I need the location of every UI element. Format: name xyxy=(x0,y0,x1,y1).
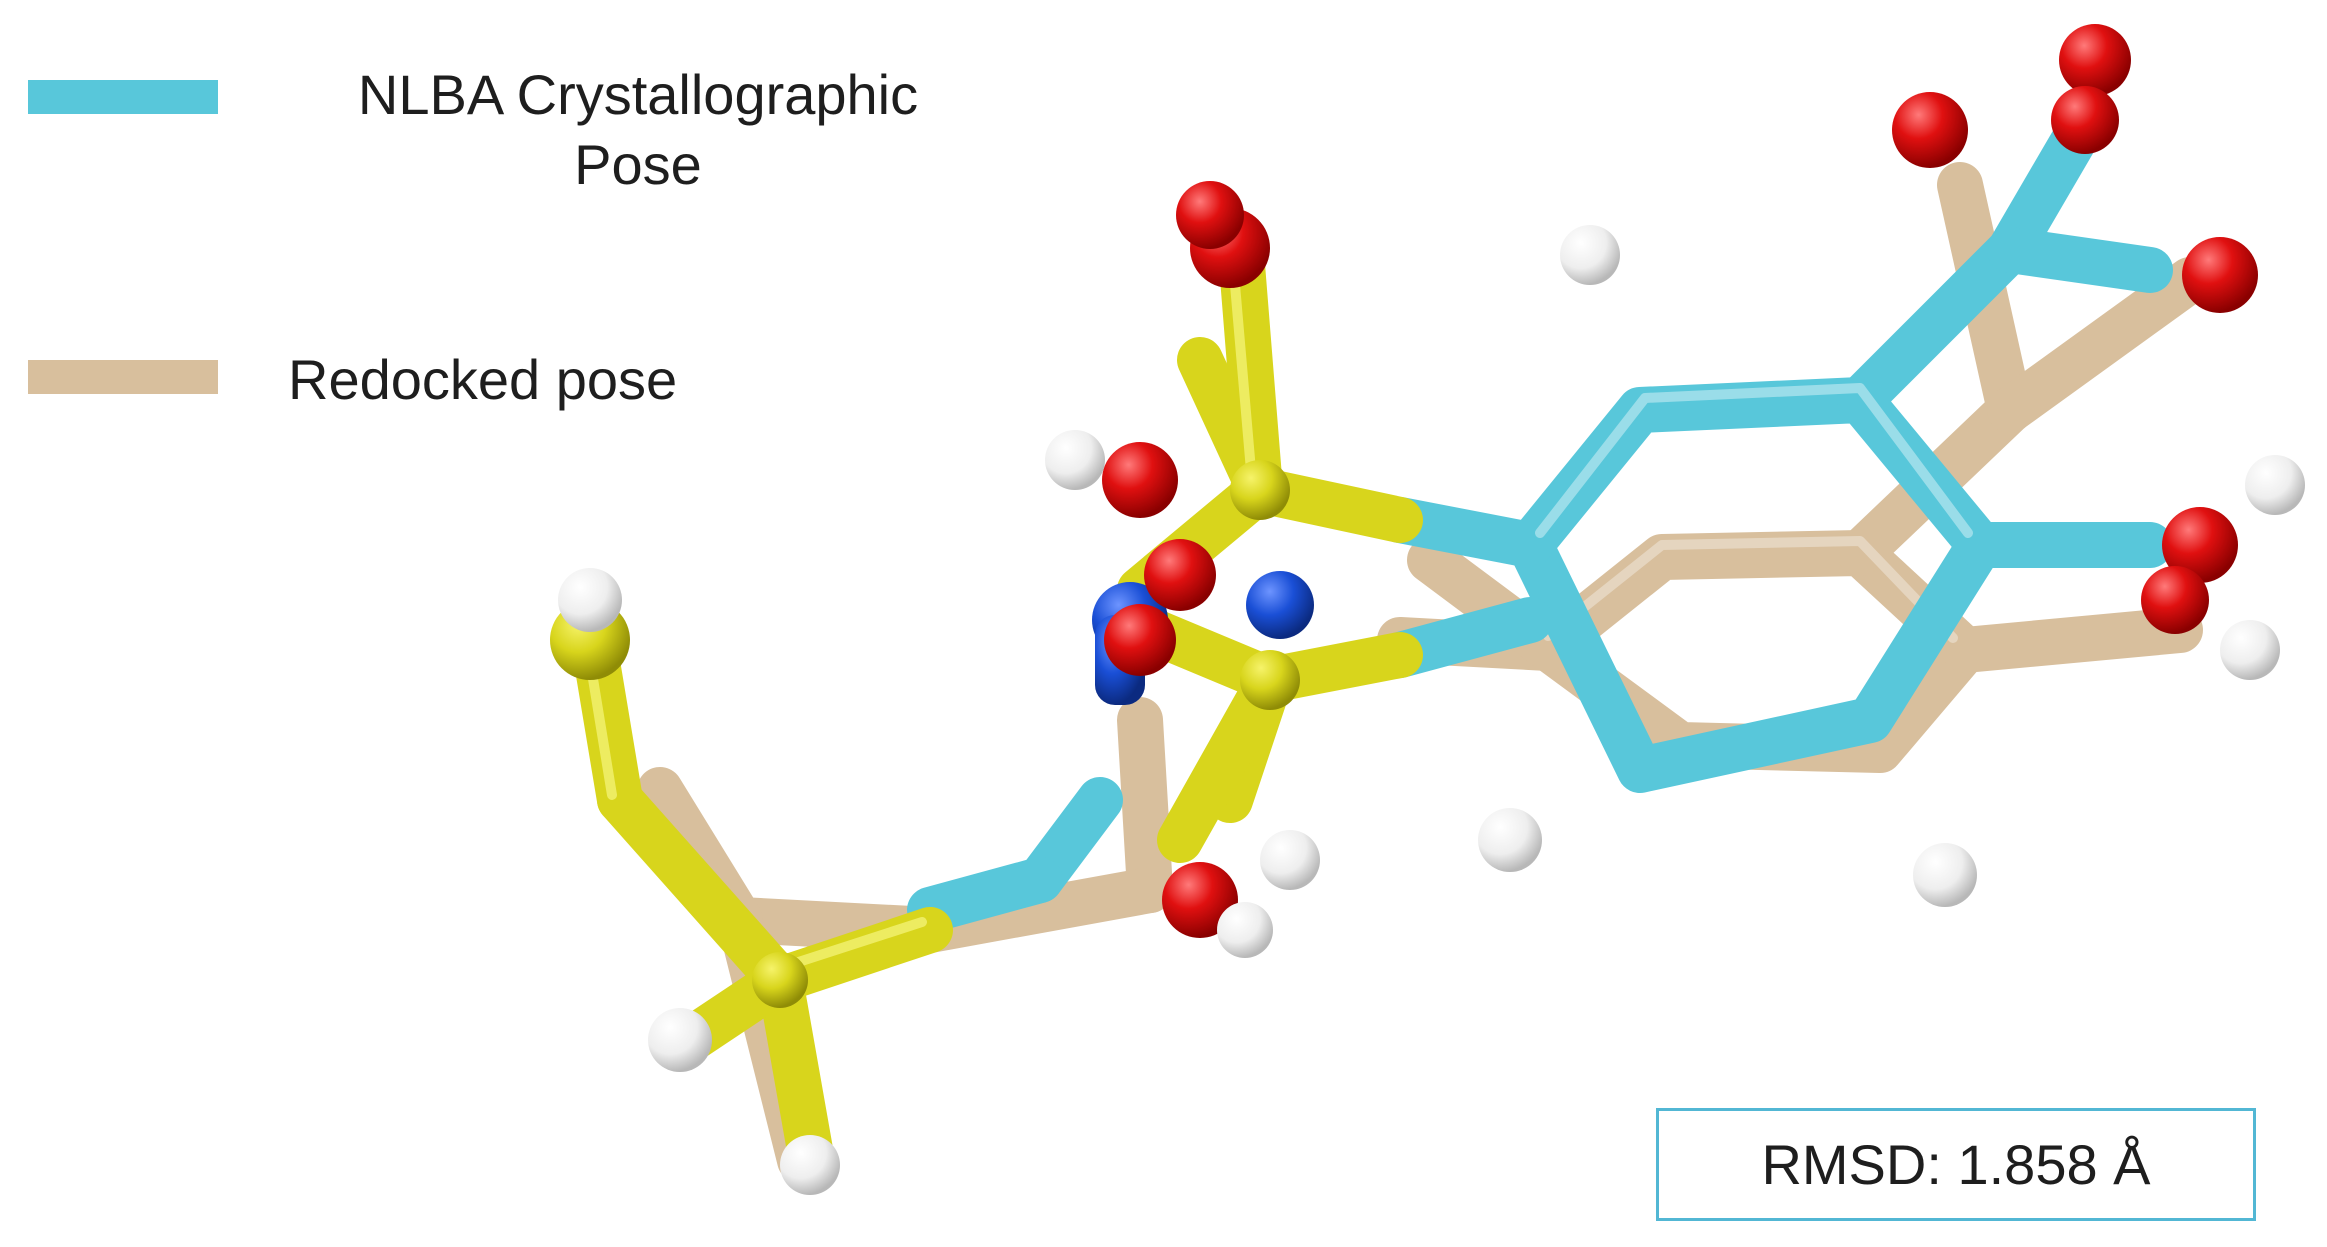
hydrogen-atoms xyxy=(558,225,2305,1195)
legend-swatch-redocked xyxy=(28,360,218,394)
legend-swatch-crystal xyxy=(28,80,218,114)
legend-label-redocked: Redocked pose xyxy=(288,348,678,411)
crystal-pose xyxy=(907,107,2173,933)
rmsd-label: RMSD: 1.858 Å xyxy=(1656,1108,2256,1221)
oxygen-atoms xyxy=(1102,24,2258,938)
